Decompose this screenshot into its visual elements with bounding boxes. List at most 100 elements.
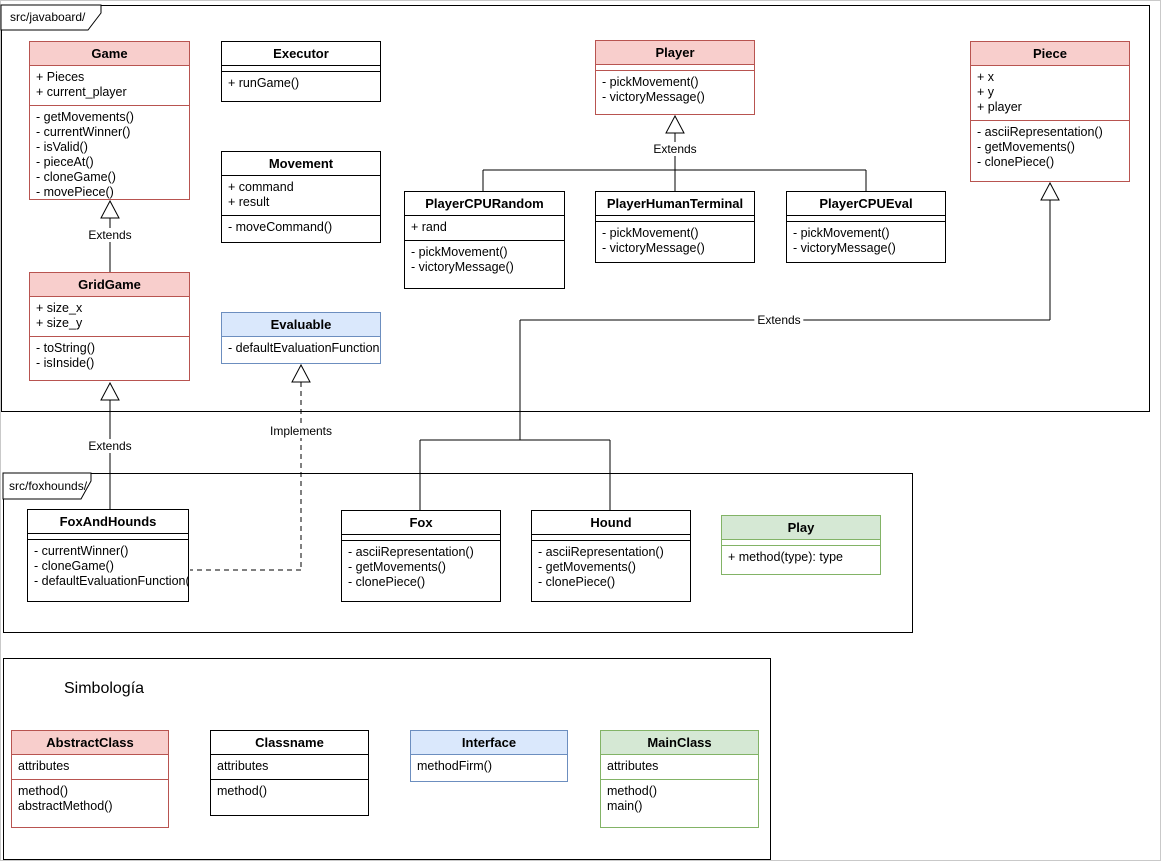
method-line: main()	[607, 799, 643, 813]
class-play-methods: + method(type): type	[722, 545, 880, 574]
class-movement-methods: - moveCommand()	[222, 215, 380, 242]
class-piece-methods: - asciiRepresentation() - getMovements()…	[971, 120, 1129, 181]
method-line: - asciiRepresentation()	[977, 125, 1103, 139]
method-line: - isInside()	[36, 356, 95, 370]
legend-frame[interactable]	[3, 658, 771, 860]
edge-label-extends-player: Extends	[650, 142, 700, 156]
method-line: - pieceAt()	[36, 155, 94, 169]
legend-title: Simbología	[64, 680, 145, 697]
method-line: method()	[18, 784, 69, 798]
class-movement-attributes: + command + result	[222, 176, 380, 215]
class-fox[interactable]: Fox - asciiRepresentation() - getMovemen…	[341, 510, 501, 602]
attr-line: + Pieces	[36, 70, 85, 84]
class-playerhumanterminal-title: PlayerHumanTerminal	[596, 192, 754, 216]
method-line: - toString()	[36, 341, 96, 355]
legend-abstractclass-attributes: attributes	[12, 755, 168, 779]
attr-line: attributes	[217, 759, 269, 773]
attr-line: + size_y	[36, 316, 83, 330]
method-line: - defaultEvaluationFunction(	[34, 574, 188, 588]
edge-label-extends-game: Extends	[85, 228, 135, 242]
package-javaboard-label: src/javaboard/	[10, 10, 86, 24]
class-game[interactable]: Game + Pieces + current_player - getMove…	[29, 41, 190, 200]
method-line: - clonePiece()	[348, 575, 426, 589]
class-play[interactable]: Play + method(type): type	[721, 515, 881, 575]
class-executor-title: Executor	[222, 42, 380, 66]
class-playerhumanterminal[interactable]: PlayerHumanTerminal - pickMovement() - v…	[595, 191, 755, 263]
legend-classname[interactable]: Classname attributes method()	[210, 730, 369, 816]
interface-evaluable[interactable]: Evaluable - defaultEvaluationFunction(	[221, 312, 381, 364]
class-player[interactable]: Player - pickMovement() - victoryMessage…	[595, 40, 755, 115]
class-player-methods: - pickMovement() - victoryMessage()	[596, 70, 754, 114]
class-playercpurandom-methods: - pickMovement() - victoryMessage()	[405, 240, 564, 288]
edge-label-implements-evaluable: Implements	[266, 424, 336, 438]
edge-label-extends-piece: Extends	[754, 313, 804, 327]
class-playercpurandom-title: PlayerCPURandom	[405, 192, 564, 216]
method-line: - defaultEvaluationFunction(	[228, 341, 380, 355]
legend-interface[interactable]: Interface methodFirm()	[410, 730, 568, 782]
class-play-title: Play	[722, 516, 880, 540]
class-playercpurandom[interactable]: PlayerCPURandom + rand - pickMovement() …	[404, 191, 565, 289]
legend-abstractclass[interactable]: AbstractClass attributes method() abstra…	[11, 730, 169, 828]
class-player-title: Player	[596, 41, 754, 65]
class-game-attributes: + Pieces + current_player	[30, 66, 189, 105]
class-executor-methods: + runGame()	[222, 71, 380, 101]
method-line: - currentWinner()	[36, 125, 131, 139]
class-hound[interactable]: Hound - asciiRepresentation() - getMovem…	[531, 510, 691, 602]
class-gridgame-title: GridGame	[30, 273, 189, 297]
legend-classname-title: Classname	[211, 731, 368, 755]
method-line: - isValid()	[36, 140, 88, 154]
class-piece-title: Piece	[971, 42, 1129, 66]
method-line: - pickMovement()	[793, 226, 890, 240]
attr-line: + command	[228, 180, 294, 194]
method-line: - cloneGame()	[36, 170, 116, 184]
class-foxandhounds-methods: - currentWinner() - cloneGame() - defaul…	[28, 539, 188, 601]
method-line: - getMovements()	[36, 110, 134, 124]
method-line: - getMovements()	[977, 140, 1075, 154]
class-piece[interactable]: Piece + x + y + player - asciiRepresenta…	[970, 41, 1130, 182]
method-line: - getMovements()	[538, 560, 636, 574]
attr-line: + result	[228, 195, 270, 209]
class-game-methods: - getMovements() - currentWinner() - isV…	[30, 105, 189, 199]
method-line: - asciiRepresentation()	[348, 545, 474, 559]
class-movement[interactable]: Movement + command + result - moveComman…	[221, 151, 381, 243]
class-gridgame[interactable]: GridGame + size_x + size_y - toString() …	[29, 272, 190, 381]
attr-line: + player	[977, 100, 1022, 114]
legend-interface-methods: methodFirm()	[411, 755, 567, 781]
edge-label-extends-gridgame: Extends	[85, 439, 135, 453]
class-fox-title: Fox	[342, 511, 500, 535]
class-fox-methods: - asciiRepresentation() - getMovements()…	[342, 540, 500, 601]
class-gridgame-methods: - toString() - isInside()	[30, 336, 189, 380]
attr-line: attributes	[607, 759, 659, 773]
class-playercpueval[interactable]: PlayerCPUEval - pickMovement() - victory…	[786, 191, 946, 263]
method-line: - pickMovement()	[411, 245, 508, 259]
legend-classname-methods: method()	[211, 779, 368, 815]
method-line: - getMovements()	[348, 560, 446, 574]
legend-mainclass-methods: method() main()	[601, 779, 758, 827]
method-line: - movePiece()	[36, 185, 114, 199]
method-line: - clonePiece()	[538, 575, 616, 589]
method-line: - victoryMessage()	[602, 241, 705, 255]
method-line: - victoryMessage()	[411, 260, 514, 274]
class-hound-methods: - asciiRepresentation() - getMovements()…	[532, 540, 690, 601]
method-line: - pickMovement()	[602, 226, 699, 240]
attr-line: attributes	[18, 759, 70, 773]
legend-classname-attributes: attributes	[211, 755, 368, 779]
legend-abstractclass-title: AbstractClass	[12, 731, 168, 755]
class-executor[interactable]: Executor + runGame()	[221, 41, 381, 102]
method-line: abstractMethod()	[18, 799, 113, 813]
class-playercpueval-title: PlayerCPUEval	[787, 192, 945, 216]
attr-line: + x	[977, 70, 995, 84]
legend-interface-title: Interface	[411, 731, 567, 755]
class-foxandhounds[interactable]: FoxAndHounds - currentWinner() - cloneGa…	[27, 509, 189, 602]
class-movement-title: Movement	[222, 152, 380, 176]
method-line: - victoryMessage()	[602, 90, 705, 104]
attr-line: + current_player	[36, 85, 127, 99]
legend-mainclass-attributes: attributes	[601, 755, 758, 779]
legend-mainclass[interactable]: MainClass attributes method() main()	[600, 730, 759, 828]
attr-line: + rand	[411, 220, 447, 234]
class-playercpueval-methods: - pickMovement() - victoryMessage()	[787, 221, 945, 262]
method-line: + runGame()	[228, 76, 300, 90]
method-line: - pickMovement()	[602, 75, 699, 89]
class-game-title: Game	[30, 42, 189, 66]
method-line: - victoryMessage()	[793, 241, 896, 255]
